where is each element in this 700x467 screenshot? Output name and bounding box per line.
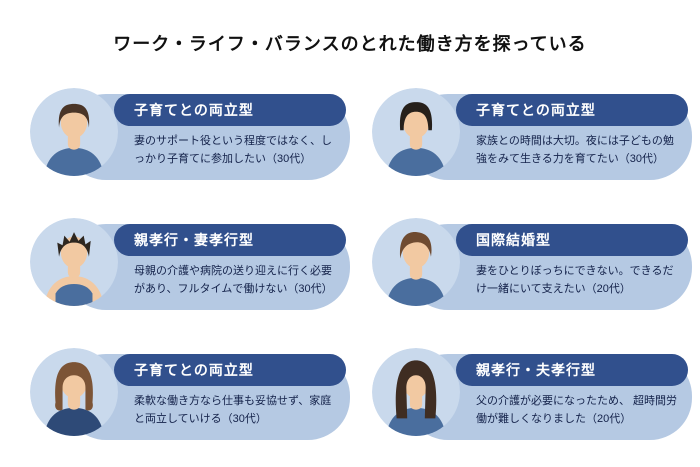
persona-description: 家族との時間は大切。夜には子どもの勉強をみて生きる力を育てたい（30代） <box>476 135 674 165</box>
persona-type-badge: 国際結婚型 <box>456 224 688 256</box>
page-title: ワーク・ライフ・バランスのとれた働き方を探っている <box>113 34 587 54</box>
persona-type-badge: 親孝行・夫孝行型 <box>456 354 688 386</box>
avatar-woman-brown-hair-icon <box>30 348 118 436</box>
persona-type-badge: 子育てとの両立型 <box>114 94 346 126</box>
persona-type-badge: 親孝行・妻孝行型 <box>114 224 346 256</box>
persona-card-5: 子育てとの両立型 柔軟な働き方なら仕事も妥協せず、家庭と両立していける（30代） <box>30 348 350 440</box>
persona-description: 妻のサポート役という程度ではなく、しっかり子育てに参加したい（30代） <box>134 135 332 165</box>
avatar-man-spiky-hair-tank-top-icon <box>30 218 118 306</box>
persona-grid: 子育てとの両立型 妻のサポート役という程度ではなく、しっかり子育てに参加したい（… <box>30 88 692 440</box>
avatar-man-black-hair-icon <box>372 88 460 176</box>
persona-card-4: 国際結婚型 妻をひとりぼっちにできない。できるだけ一緒にいて支えたい（20代） <box>372 218 692 310</box>
persona-card-6: 親孝行・夫孝行型 父の介護が必要になったため、 超時間労働が難しくなりました（2… <box>372 348 692 440</box>
avatar-man-brown-hair-icon <box>372 218 460 306</box>
persona-card-2: 子育てとの両立型 家族との時間は大切。夜には子どもの勉強をみて生きる力を育てたい… <box>372 88 692 180</box>
persona-description: 柔軟な働き方なら仕事も妥協せず、家庭と両立していける（30代） <box>134 395 332 425</box>
avatar-man-short-dark-hair-icon <box>30 88 118 176</box>
persona-type-badge: 子育てとの両立型 <box>114 354 346 386</box>
persona-description: 母親の介護や病院の送り迎えに行く必要があり、フルタイムで働けない（30代） <box>134 265 333 295</box>
persona-card-1: 子育てとの両立型 妻のサポート役という程度ではなく、しっかり子育てに参加したい（… <box>30 88 350 180</box>
persona-description: 父の介護が必要になったため、 超時間労働が難しくなりました（20代） <box>476 395 678 425</box>
persona-card-3: 親孝行・妻孝行型 母親の介護や病院の送り迎えに行く必要があり、フルタイムで働けな… <box>30 218 350 310</box>
persona-type-badge: 子育てとの両立型 <box>456 94 688 126</box>
avatar-woman-long-dark-hair-icon <box>372 348 460 436</box>
persona-description: 妻をひとりぼっちにできない。できるだけ一緒にいて支えたい（20代） <box>476 265 674 295</box>
